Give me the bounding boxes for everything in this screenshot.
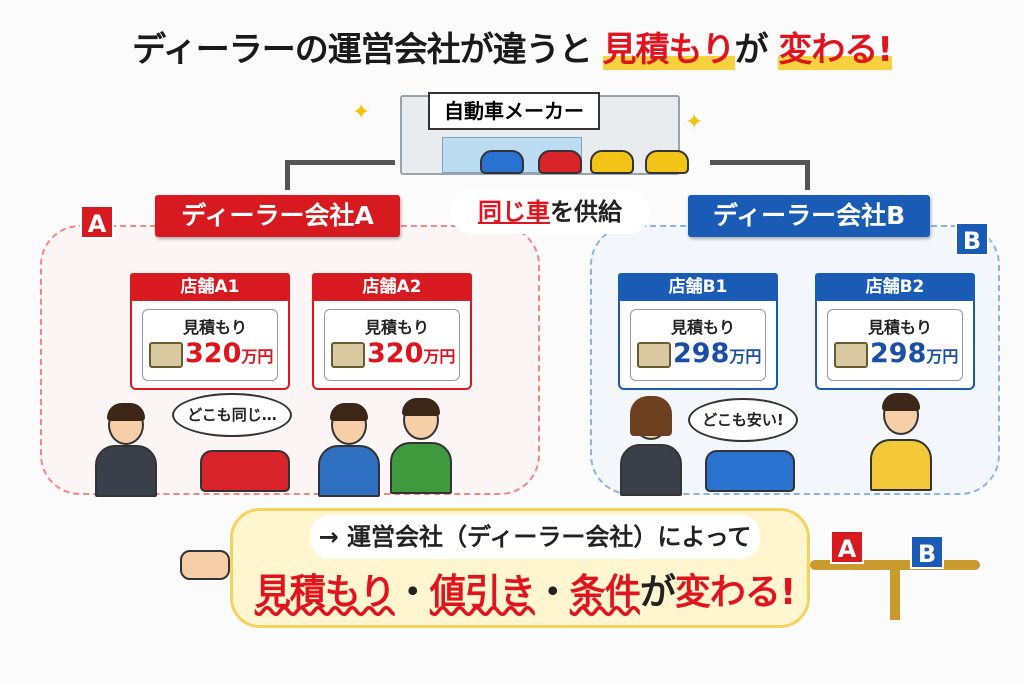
arrow-icon xyxy=(805,160,810,190)
money-icon xyxy=(637,342,671,368)
price: 298 xyxy=(870,338,927,369)
car-icon xyxy=(200,450,290,492)
estimate-label: 見積もり xyxy=(365,318,430,337)
price-unit: 万円 xyxy=(729,347,762,366)
store-name: 店舗A2 xyxy=(312,273,472,301)
price-unit: 万円 xyxy=(241,347,274,366)
conclusion-line2: 見積もり・値引き・条件が変わる! xyxy=(245,563,805,615)
conclusion-text: 運営会社（ディーラー会社）によって xyxy=(347,523,752,551)
car-icon xyxy=(705,450,795,492)
scale-stand xyxy=(890,565,900,620)
price-unit: 万円 xyxy=(926,347,959,366)
speech-bubble-b: どこも安い! xyxy=(688,398,798,442)
money-icon xyxy=(149,342,183,368)
title-highlight: 見積もり xyxy=(602,30,736,70)
supply-label: 同じ車を供給 xyxy=(450,190,650,234)
store-name: 店舗B2 xyxy=(815,273,975,301)
supply-text: を供給 xyxy=(550,198,622,226)
estimate-label: 見積もり xyxy=(868,318,933,337)
conclusion-text: が xyxy=(639,572,676,613)
keyword: 条件 xyxy=(569,572,641,613)
price: 298 xyxy=(673,338,730,369)
car-icon xyxy=(590,150,634,174)
separator: ・ xyxy=(534,572,571,613)
dealer-b-header: ディーラー会社B xyxy=(688,195,930,237)
title-text: が xyxy=(734,30,769,70)
dealer-a-header: ディーラー会社A xyxy=(155,195,400,237)
keyword: 見積もり xyxy=(254,572,396,613)
dealer-b-tag: B xyxy=(955,222,989,256)
price-unit: 万円 xyxy=(423,347,456,366)
separator: ・ xyxy=(394,572,431,613)
car-icon xyxy=(538,150,582,174)
price: 320 xyxy=(185,338,242,369)
conclusion-line1: → 運営会社（ディーラー会社）によって xyxy=(310,515,760,559)
estimate-label: 見積もり xyxy=(183,318,248,337)
page-title: ディーラーの運営会社が違うと 見積もりが 変わる! xyxy=(0,22,1024,71)
car-icon xyxy=(645,150,689,174)
price: 320 xyxy=(367,338,424,369)
keyword: 値引き xyxy=(429,572,536,613)
store-name: 店舗B1 xyxy=(618,273,778,301)
money-icon xyxy=(331,342,365,368)
car-icon xyxy=(480,150,524,174)
sparkle-icon: ✦ xyxy=(352,100,371,125)
title-text: ディーラーの運営会社が違うと xyxy=(132,30,593,70)
scale-tag-a: A xyxy=(830,530,864,564)
scale-tag-b: B xyxy=(910,535,944,569)
dealer-a-tag: A xyxy=(80,205,114,239)
arrow-icon xyxy=(285,160,395,165)
money-icon xyxy=(834,342,868,368)
sparkle-icon: ✦ xyxy=(685,110,704,135)
estimate-label: 見積もり xyxy=(671,318,736,337)
arrow-right-icon: → xyxy=(318,523,339,551)
arrow-icon xyxy=(285,160,290,190)
arrow-icon xyxy=(710,160,810,165)
title-highlight: 変わる! xyxy=(778,30,893,70)
store-name: 店舗A1 xyxy=(130,273,290,301)
pointing-hand-icon xyxy=(180,550,230,580)
keyword: 変わる! xyxy=(674,572,796,613)
supply-highlight: 同じ車 xyxy=(478,198,550,226)
maker-label: 自動車メーカー xyxy=(428,92,600,130)
speech-bubble-a: どこも同じ… xyxy=(172,393,292,437)
